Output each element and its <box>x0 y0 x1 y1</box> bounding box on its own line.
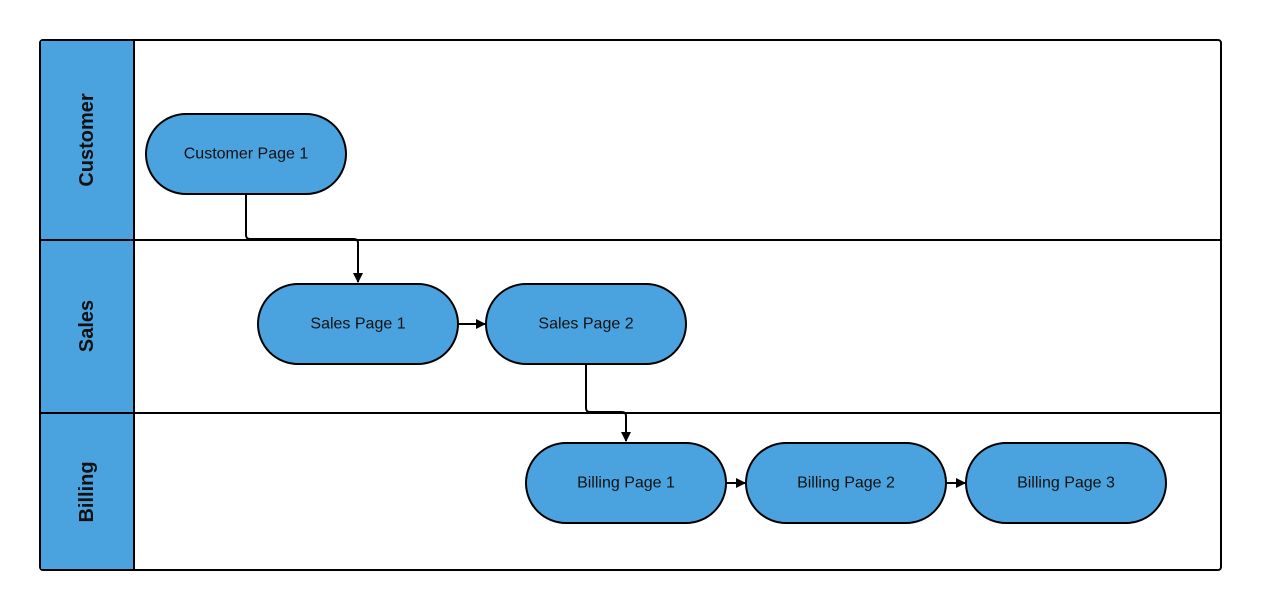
node-label: Billing Page 2 <box>797 475 895 492</box>
edge-customer-to-sales <box>245 194 363 283</box>
node-label: Sales Page 2 <box>538 316 633 333</box>
node-customer-page-1[interactable]: Customer Page 1 <box>145 113 347 195</box>
node-label: Customer Page 1 <box>184 146 309 163</box>
node-label: Billing Page 3 <box>1017 475 1115 492</box>
node-billing-page-3[interactable]: Billing Page 3 <box>965 442 1167 524</box>
lane-label-sales: Sales <box>76 300 98 352</box>
node-sales-page-1[interactable]: Sales Page 1 <box>257 283 459 365</box>
lane-label-customer: Customer <box>76 93 98 187</box>
lane-header-billing <box>41 413 134 569</box>
node-label: Billing Page 1 <box>577 475 675 492</box>
node-sales-page-2[interactable]: Sales Page 2 <box>485 283 687 365</box>
node-billing-page-2[interactable]: Billing Page 2 <box>745 442 947 524</box>
lane-header-sales <box>41 240 134 413</box>
edge-sales-to-billing <box>585 364 631 442</box>
node-label: Sales Page 1 <box>310 316 405 333</box>
lane-header-customer <box>41 41 134 240</box>
lane-label-billing: Billing <box>76 461 98 522</box>
node-billing-page-1[interactable]: Billing Page 1 <box>525 442 727 524</box>
